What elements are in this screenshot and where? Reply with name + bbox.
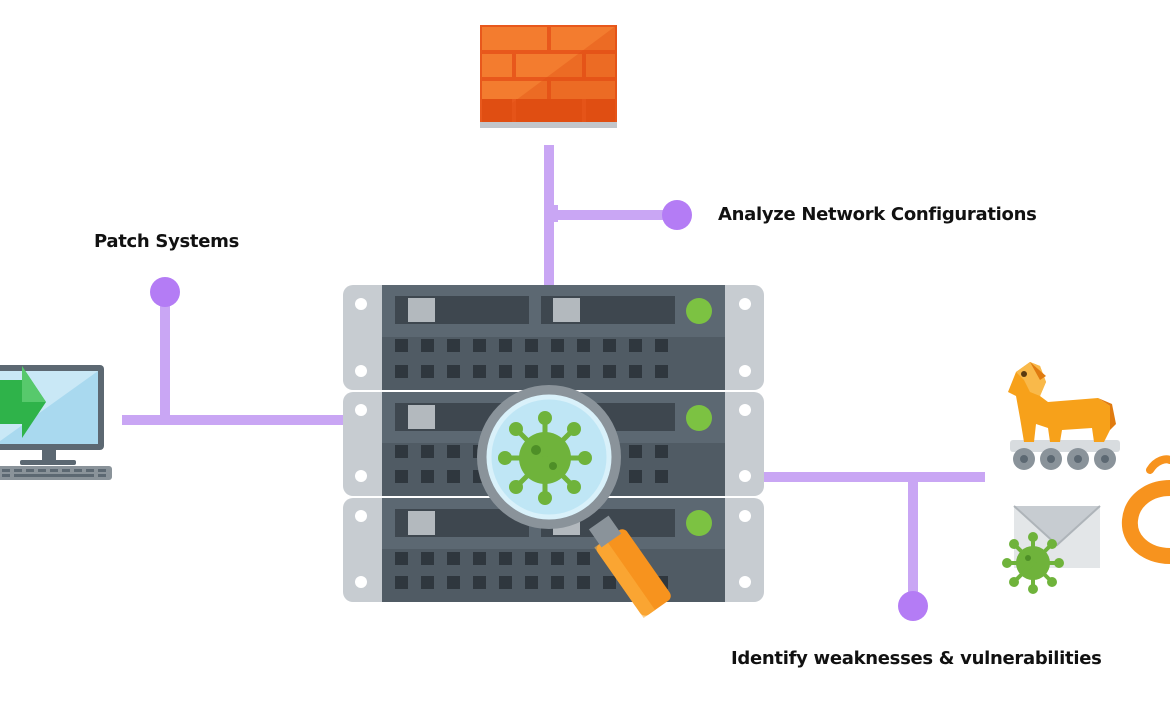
analyze-dot xyxy=(662,200,692,230)
worm-icon xyxy=(1121,455,1170,564)
identify-weaknesses-label: Identify weaknesses & vulnerabilities xyxy=(731,648,1102,669)
patch-dot xyxy=(150,277,180,307)
malicious-email-icon xyxy=(1002,505,1101,594)
analyze-network-label: Analyze Network Configurations xyxy=(718,204,1037,225)
firewall-icon xyxy=(480,25,617,128)
patch-systems-label: Patch Systems xyxy=(94,231,240,252)
virus-icon xyxy=(498,411,592,505)
connector-lines xyxy=(122,145,985,598)
magnifier-icon xyxy=(477,385,671,619)
desktop-computer-icon xyxy=(0,365,112,480)
identify-dot xyxy=(898,591,928,621)
server-unit-1 xyxy=(343,285,764,390)
trojan-horse-icon xyxy=(1008,362,1120,470)
